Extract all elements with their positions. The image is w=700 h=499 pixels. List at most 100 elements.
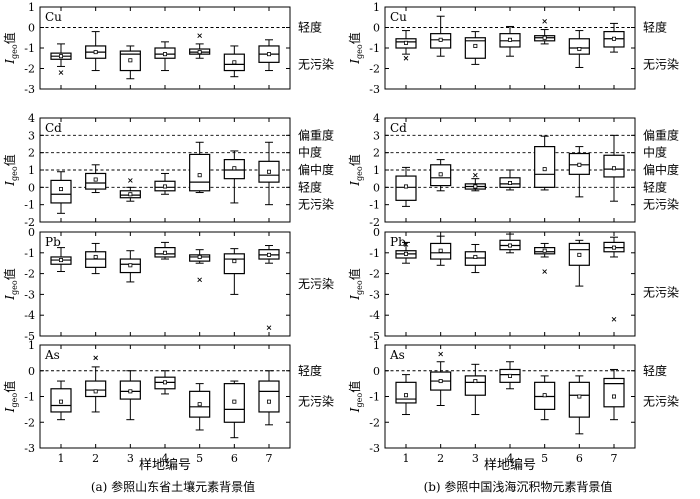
figure-caption: (b) 参照中国浅海沉积物元素背景值 (424, 479, 613, 494)
y-tick-label: 0 (373, 22, 380, 35)
y-tick-label: 1 (373, 1, 380, 14)
box-site-6 (223, 248, 245, 295)
box-site-1 (50, 380, 72, 421)
box-site-3 (119, 370, 141, 421)
box-site-1 (50, 43, 72, 75)
element-label: Cd (45, 121, 62, 135)
y-tick-label: 4 (373, 112, 380, 125)
box-site-7 (603, 236, 625, 322)
box-site-1 (395, 30, 417, 61)
box-site-2 (85, 242, 107, 275)
box-site-4 (499, 25, 521, 57)
box-site-3 (464, 31, 486, 65)
x-tick-label: 5 (196, 452, 203, 465)
box-site-4 (499, 169, 521, 191)
box-mean-marker (473, 379, 478, 384)
x-axis-label: 样地编号 (484, 458, 536, 473)
box-site-5 (534, 19, 556, 45)
y-tick-label: -1 (369, 199, 380, 212)
box-mean-marker (93, 389, 98, 394)
x-tick-label: 3 (472, 452, 479, 465)
y-tick-label: -1 (24, 391, 35, 404)
box-site-6 (223, 45, 245, 78)
outlier-marker (542, 269, 547, 274)
box-site-5 (534, 242, 556, 274)
box-mean-marker (612, 394, 617, 399)
y-tick-label: -1 (369, 247, 380, 260)
box-mean-marker (473, 184, 478, 189)
box-site-4 (154, 41, 176, 72)
box-mean-marker (577, 47, 582, 52)
box-site-5 (189, 249, 211, 283)
y-tick-label: 2 (373, 147, 380, 160)
level-label: 轻度 (298, 179, 322, 194)
y-tick-label: 0 (373, 365, 380, 378)
box-iqr (258, 380, 280, 413)
box-site-6 (568, 146, 590, 198)
x-tick-label: 2 (92, 452, 99, 465)
box-mean-marker (232, 399, 237, 404)
box-mean-marker (93, 254, 98, 259)
y-axis-label: Igeo值 (347, 154, 364, 186)
box-mean-marker (438, 172, 443, 177)
y-tick-label: -2 (24, 416, 35, 429)
box-site-5 (189, 141, 211, 194)
outlier-marker (473, 172, 478, 178)
box-mean-marker (438, 37, 443, 42)
box-mean-marker (612, 166, 617, 171)
box-mean-marker (577, 394, 582, 399)
box-mean-marker (93, 50, 98, 55)
y-tick-label: 1 (28, 164, 35, 177)
box-mean-marker (128, 192, 133, 197)
box-mean-marker (403, 393, 408, 398)
y-tick-label: -1 (24, 247, 35, 260)
box-mean-marker (162, 250, 167, 255)
box-mean-marker (197, 254, 202, 259)
y-tick-label: 1 (28, 339, 35, 352)
outlier-marker (403, 55, 409, 61)
x-tick-label: 2 (437, 452, 444, 465)
box-site-3 (464, 363, 486, 416)
box-mean-marker (403, 40, 408, 45)
box-iqr (603, 154, 625, 178)
x-tick-label: 6 (576, 452, 583, 465)
panel-column-b: 轻度无污染-3-2-101CuIgeo值偏重度中度偏中度轻度无污染-2-1012… (347, 1, 679, 494)
x-tick-label: 6 (231, 452, 238, 465)
box-mean-marker (507, 180, 512, 185)
box-mean-marker (577, 162, 582, 167)
box-mean-marker (128, 263, 133, 268)
box-site-1 (50, 247, 72, 273)
y-tick-label: -3 (24, 83, 35, 96)
outlier-marker (438, 351, 443, 357)
x-tick-label: 7 (266, 452, 273, 465)
box-site-3 (119, 178, 141, 202)
box-site-1 (395, 374, 417, 416)
x-tick-label: 1 (403, 452, 410, 465)
x-axis-label: 样地编号 (139, 458, 191, 473)
box-site-6 (568, 30, 590, 68)
box-site-2 (430, 15, 452, 57)
y-tick-label: 0 (373, 181, 380, 194)
y-tick-label: 1 (28, 1, 35, 14)
level-label: 轻度 (643, 179, 667, 194)
element-label: As (44, 348, 60, 362)
y-tick-label: 1 (373, 164, 380, 177)
y-tick-label: -3 (369, 83, 380, 96)
y-tick-label: -2 (369, 216, 380, 229)
x-tick-label: 4 (507, 452, 514, 465)
box-iqr (534, 146, 556, 188)
box-site-1 (395, 241, 417, 264)
y-tick-label: -2 (24, 216, 35, 229)
box-site-3 (464, 172, 486, 192)
element-label: Pb (45, 235, 61, 249)
box-mean-marker (403, 184, 408, 189)
y-tick-label: 3 (373, 129, 380, 142)
box-site-7 (603, 134, 625, 202)
box-mean-marker (162, 52, 167, 57)
box-mean-marker (473, 254, 478, 259)
box-iqr (464, 375, 486, 396)
